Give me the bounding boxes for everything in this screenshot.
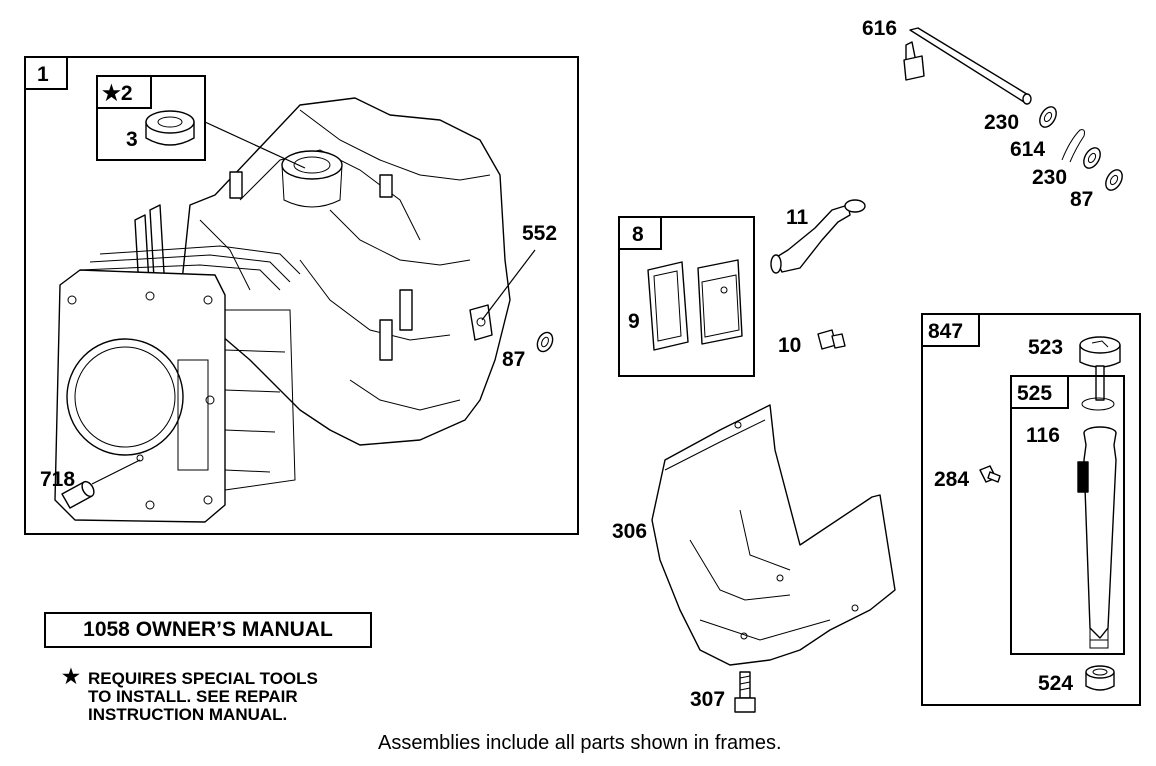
callout-718: 718: [40, 468, 75, 491]
frame-8-breather: 8 9: [618, 216, 755, 377]
callout-552: 552: [522, 222, 557, 245]
clip-614: [1061, 129, 1085, 163]
washer-230-upper: [1039, 106, 1057, 128]
frame-525-tube: 525: [1010, 375, 1125, 655]
note-line-3: INSTRUCTION MANUAL.: [88, 705, 288, 724]
washer-87-frame1: [536, 331, 554, 353]
callout-87-block: 87: [502, 348, 525, 371]
callout-9: 9: [628, 310, 640, 333]
breather-tube-11: [770, 199, 866, 274]
callout-616: 616: [862, 17, 897, 40]
screw-307: [734, 671, 756, 713]
dowel-pin-718: [61, 480, 95, 509]
dipstick-cap-523: [1079, 336, 1121, 401]
star-icon: ★: [62, 666, 80, 688]
frame-847-oil-fill: 847 523 525 116: [921, 313, 1141, 706]
callout-614: 614: [1010, 138, 1045, 161]
note-line-2: TO INSTALL. SEE REPAIR: [88, 687, 298, 706]
screw-284: [979, 465, 1001, 483]
assemblies-footer: Assemblies include all parts shown in fr…: [378, 732, 782, 754]
governor-shaft-616: 616: [862, 17, 1032, 105]
callout-11: 11: [786, 206, 809, 229]
callout-284: 284: [934, 468, 969, 491]
callout-307: 307: [690, 688, 725, 711]
note-line-1: REQUIRES SPECIAL TOOLS: [88, 669, 318, 688]
cylinder-shield-306: [651, 404, 896, 666]
callout-230-lower: 230: [1032, 166, 1067, 189]
callout-523: 523: [1028, 336, 1063, 359]
callout-10: 10: [778, 334, 801, 357]
callout-524: 524: [1038, 672, 1073, 695]
frame-1-label: 1: [37, 63, 49, 86]
callout-87-shaft: 87: [1070, 188, 1093, 211]
callout-230-upper: 230: [984, 111, 1019, 134]
dipstick-tube: [1077, 426, 1117, 649]
note-text: REQUIRES SPECIAL TOOLS TO INSTALL. SEE R…: [88, 670, 318, 724]
owners-manual-title: 1058 OWNER’S MANUAL: [44, 612, 372, 648]
frame-847-label: 847: [928, 320, 963, 343]
frame-2-label: ★2: [102, 82, 133, 105]
frame-1-cylinder-assembly: 1: [24, 56, 579, 535]
frame-8-label: 8: [632, 223, 644, 246]
washer-230-lower: [1083, 147, 1101, 169]
washer-87-shaft: [1105, 169, 1123, 191]
callout-306: 306: [612, 520, 647, 543]
o-ring-116: [1081, 397, 1115, 411]
screw-10: [817, 329, 846, 350]
frame-2-bearing: ★2 3: [96, 75, 206, 161]
frame-525-label: 525: [1017, 382, 1052, 405]
callout-116: 116: [1026, 424, 1060, 447]
callout-3: 3: [126, 128, 138, 151]
plug-524: [1085, 665, 1115, 691]
cylinder-block-illustration: [54, 97, 511, 523]
